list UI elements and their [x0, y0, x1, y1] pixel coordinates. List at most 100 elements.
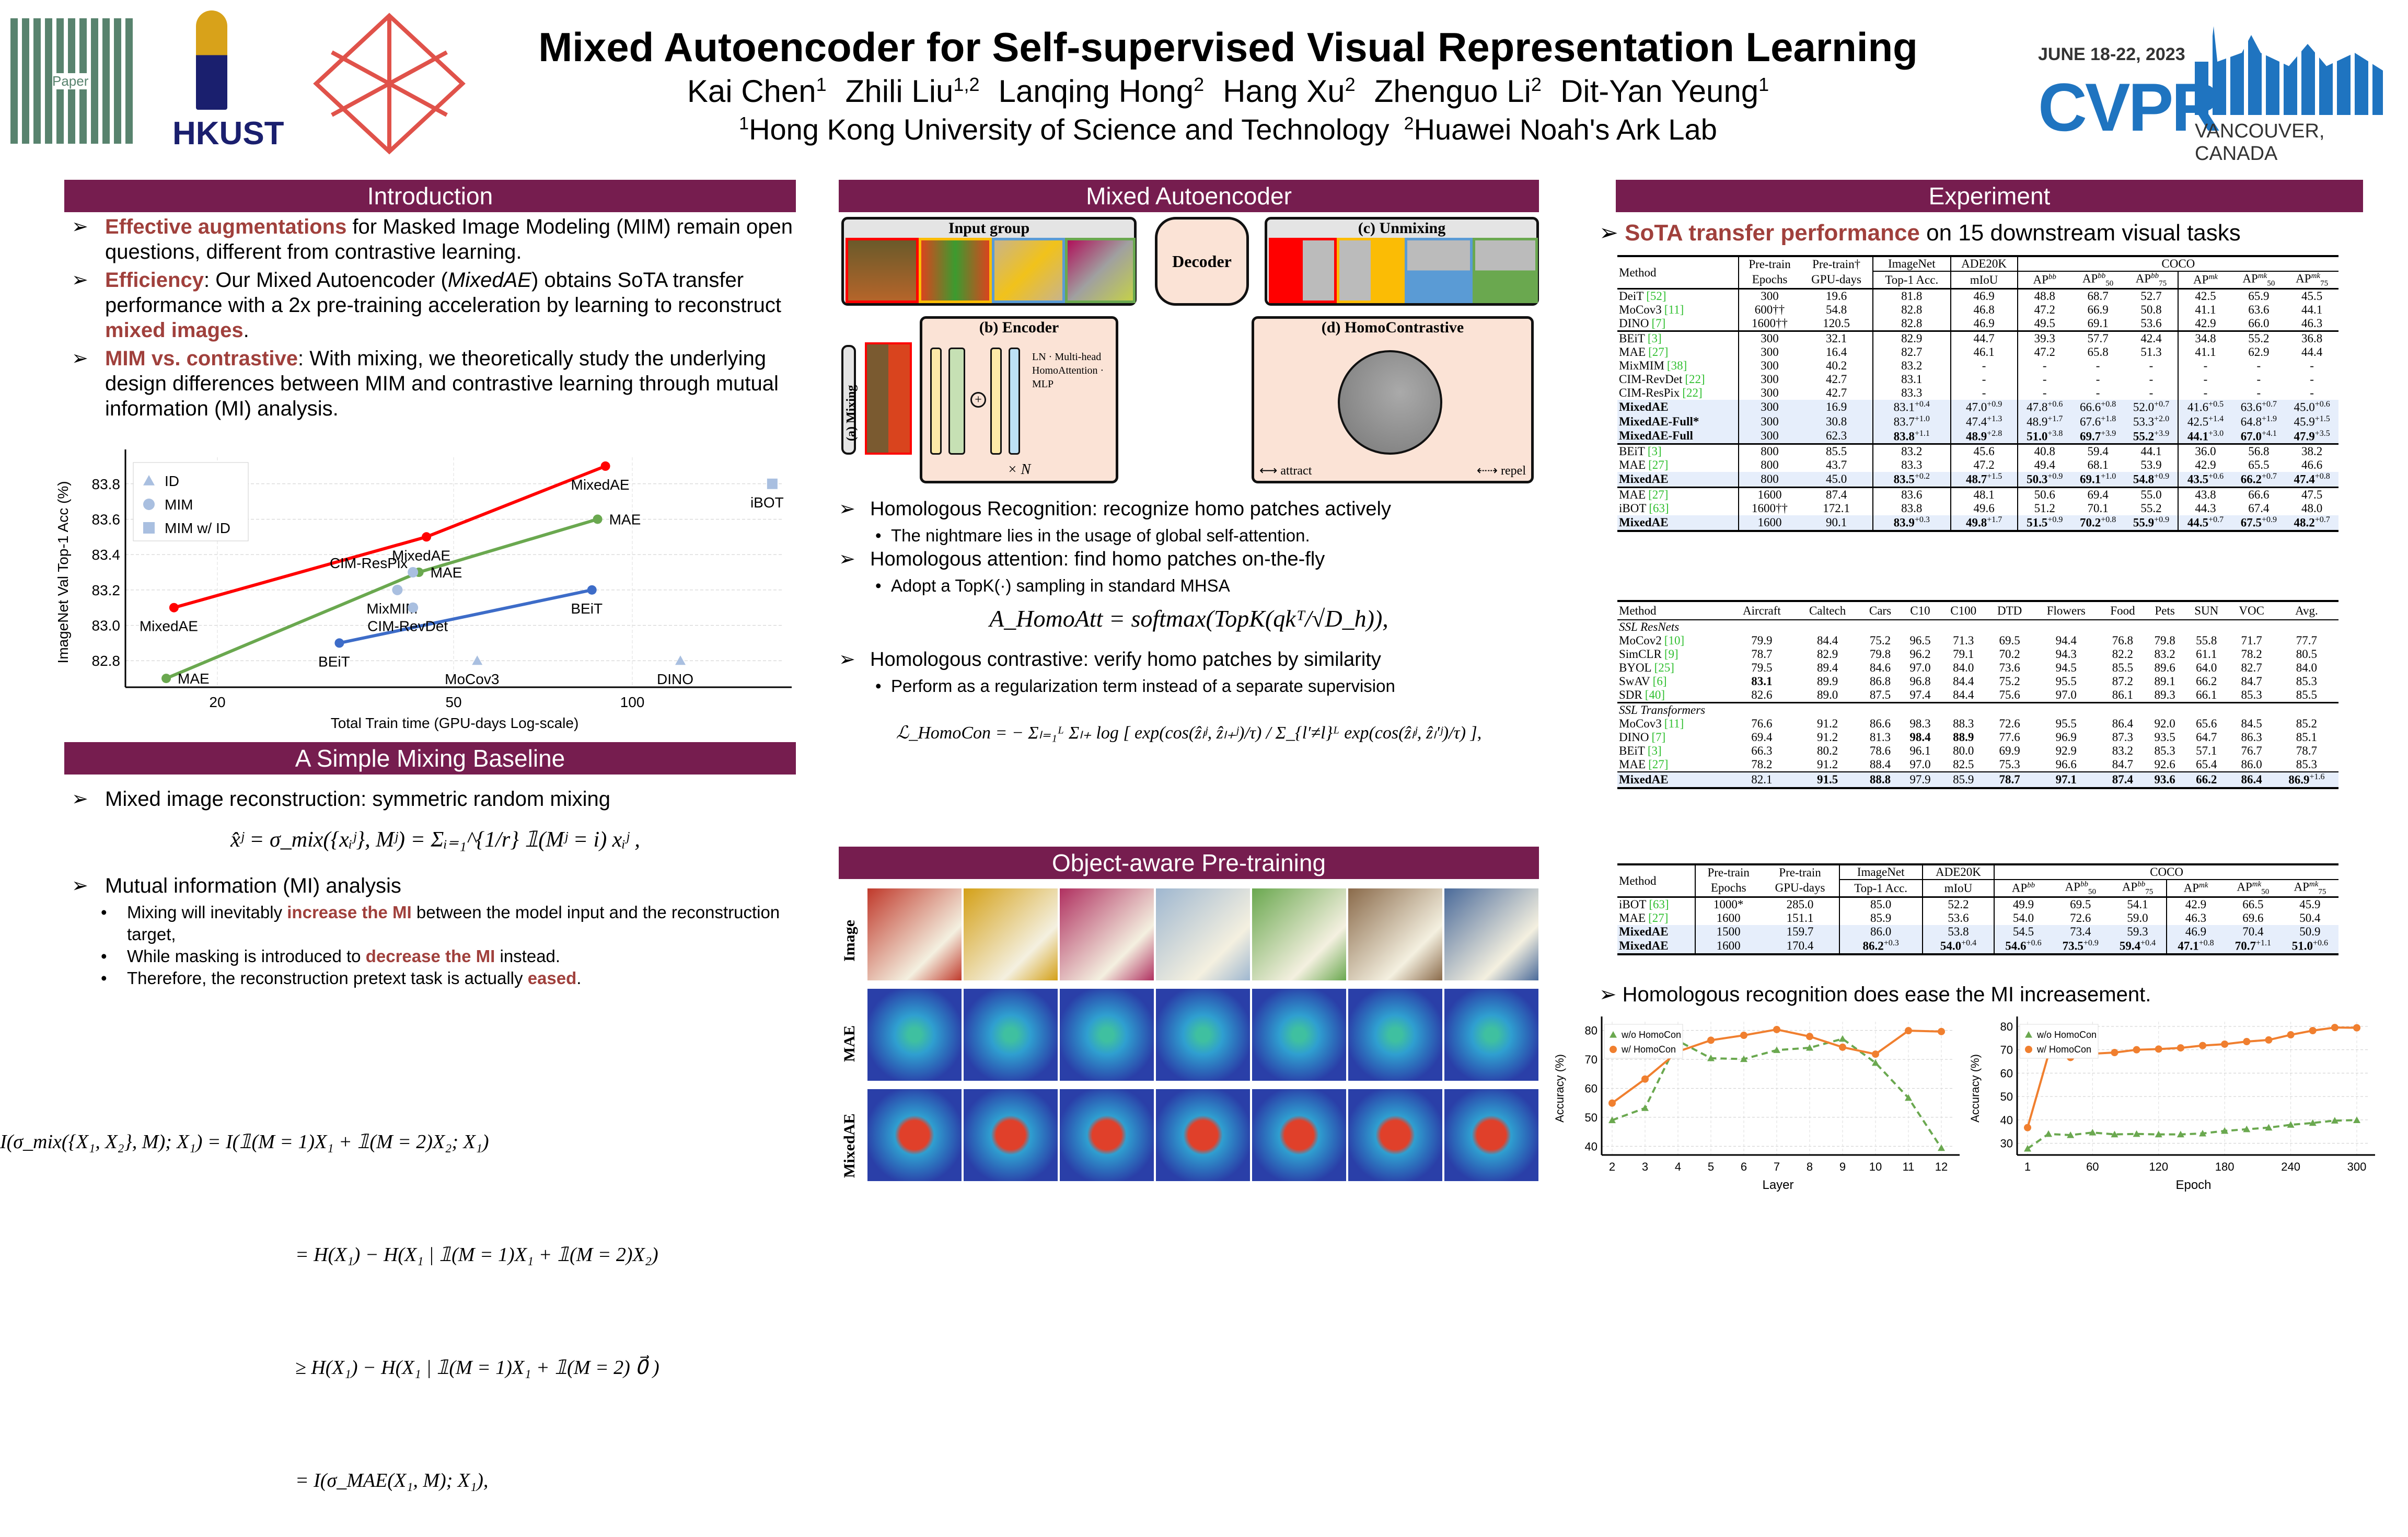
cell-value: 76.7: [2241, 744, 2262, 757]
citation-link[interactable]: [63]: [1649, 501, 1669, 515]
table-cell: 65.8: [2071, 345, 2125, 359]
citation-link[interactable]: [52]: [1646, 290, 1666, 303]
cell-value: 83.5: [1893, 472, 1915, 486]
cell-value: 69.5: [1999, 634, 2020, 647]
cell-delta: +0.7: [2208, 515, 2224, 524]
citation-link[interactable]: [38]: [1666, 359, 1687, 373]
cell-value: 54.0: [1940, 939, 1962, 953]
method-name: iBOT: [1619, 501, 1647, 515]
cell-value: 56.8: [2248, 445, 2270, 458]
citation-link[interactable]: [63]: [1649, 898, 1669, 911]
method-name: MixedAE: [1619, 925, 1669, 939]
citation-link[interactable]: [7]: [1651, 317, 1666, 330]
citation-link[interactable]: [3]: [1647, 744, 1662, 757]
data-point: [334, 638, 344, 648]
citation-link[interactable]: [11]: [1664, 717, 1684, 730]
table-cell: 42.9: [2178, 317, 2232, 331]
method-cell: CIM-ResPix[22]: [1617, 386, 1739, 400]
citation-link[interactable]: [10]: [1664, 634, 1685, 647]
table-cell: 83.2: [1872, 443, 1951, 459]
data-point: [2287, 1121, 2295, 1128]
table-cell: 83.8: [1872, 501, 1951, 515]
point-label: MixedAE: [571, 477, 630, 493]
sample-image: [1252, 888, 1346, 980]
table-cell: 85.5: [2100, 661, 2145, 675]
citation-link[interactable]: [25]: [1654, 661, 1674, 674]
citation-link[interactable]: [6]: [1652, 675, 1667, 688]
table-cell: 65.9: [2232, 289, 2286, 304]
cell-value: 66.2: [2196, 675, 2217, 688]
citation-link[interactable]: [22]: [1685, 373, 1705, 386]
bullet-dot-icon: •: [875, 576, 882, 595]
citation-link[interactable]: [7]: [1651, 731, 1666, 744]
cell-value: 70.4: [2242, 925, 2264, 939]
citation-link[interactable]: [27]: [1648, 911, 1669, 925]
cell-value: 1500: [1716, 925, 1741, 939]
ap-base: AP: [2082, 272, 2098, 285]
cell-value: 46.3: [2301, 317, 2323, 330]
table-cell: 300: [1738, 345, 1801, 360]
qr-code[interactable]: Paper: [10, 18, 136, 144]
cell-value: 68.7: [2087, 290, 2109, 303]
table-cell: 91.2: [1795, 717, 1860, 731]
table-cell: 87.3: [2100, 731, 2145, 744]
citation-link[interactable]: [40]: [1645, 688, 1665, 701]
citation-link[interactable]: [27]: [1648, 758, 1669, 771]
cell-value: 47.2: [2034, 303, 2055, 317]
table-cell: 94.5: [2032, 661, 2100, 675]
table-cell: 86.6: [1860, 717, 1901, 731]
citation-link[interactable]: [27]: [1648, 488, 1669, 501]
table-cell: 75.2: [1987, 675, 2032, 688]
data-point: [2177, 1044, 2184, 1052]
citation-link[interactable]: [27]: [1648, 458, 1669, 472]
ap-base: AP: [2296, 272, 2311, 285]
table-cell: 79.5: [1729, 661, 1796, 675]
citation-link[interactable]: [3]: [1647, 332, 1662, 345]
cell-value: 69.7: [2079, 430, 2101, 443]
baseline-bullet: ➢Mutual information (MI) analysis: [72, 874, 401, 897]
table-cell: 800: [1738, 458, 1801, 472]
cell-value: 96.5: [1909, 634, 1931, 647]
cell-value: 48.7: [1965, 472, 1987, 486]
cell-value: 42.9: [2195, 458, 2216, 472]
cell-value: 85.5: [2112, 661, 2134, 674]
cell-value: 97.0: [1909, 758, 1931, 771]
table-cell: 66.0: [2232, 317, 2286, 331]
cell-value: 40.2: [1825, 359, 1847, 373]
cell-value: 51.2: [2034, 501, 2055, 515]
table-cell: 55.8: [2184, 634, 2228, 648]
data-point: [2199, 1129, 2207, 1137]
cell-value: 86.1: [2112, 688, 2134, 701]
data-point: [2133, 1130, 2140, 1137]
cell-delta: +1.1: [2255, 939, 2271, 948]
cell-value: 67.6: [2079, 415, 2101, 429]
cell-value: 55.2: [2140, 501, 2162, 515]
citation-link[interactable]: [27]: [1648, 345, 1669, 359]
table-cell: 53.6: [2124, 317, 2178, 331]
cell-value: 79.5: [1751, 661, 1773, 674]
table-cell: 89.6: [2145, 661, 2184, 675]
table-cell: 83.2: [2145, 648, 2184, 661]
cell-value: 80.5: [2296, 648, 2318, 661]
table-cell: 62.3: [1800, 429, 1873, 444]
cell-value: 53.6: [2140, 317, 2162, 330]
table-cell: 82.2: [2100, 648, 2145, 661]
table-cell: 86.0: [1838, 925, 1923, 939]
cell-value: 45.0: [1825, 472, 1847, 486]
cell-value: 46.6: [2301, 458, 2323, 472]
table-cell: 64.0: [2184, 661, 2228, 675]
citation-link[interactable]: [22]: [1682, 386, 1703, 400]
table-cell: 85.9: [1939, 772, 1987, 788]
table-cell: 84.4: [1940, 688, 1987, 703]
table-cell: 54.5: [1994, 925, 2052, 939]
header-method: Method: [1619, 874, 1657, 887]
citation-link[interactable]: [11]: [1664, 303, 1684, 317]
table-cell: 50.6: [2017, 486, 2071, 502]
data-point: [2045, 1130, 2053, 1137]
author-affiliation-mark: 2: [1345, 74, 1356, 95]
homo-attention-block: [948, 348, 965, 455]
citation-link[interactable]: [9]: [1664, 648, 1678, 661]
citation-link[interactable]: [3]: [1647, 445, 1662, 458]
cell-value: 87.4: [1825, 488, 1847, 501]
data-point: [2243, 1038, 2251, 1046]
